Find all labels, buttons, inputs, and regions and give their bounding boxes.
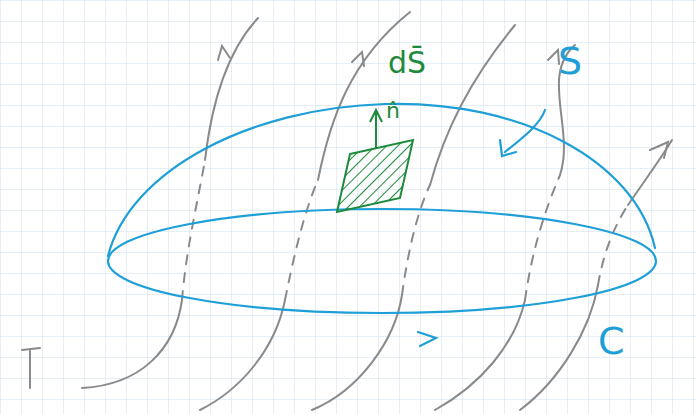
area-element-label: dS̄ [388, 48, 426, 78]
normal-vector-label: n̂ [386, 100, 400, 122]
surface-label: S [558, 42, 582, 80]
surface-element [337, 110, 413, 212]
surface-and-curve [108, 104, 656, 346]
field-lines [22, 12, 672, 410]
curve-label: C [598, 322, 625, 360]
